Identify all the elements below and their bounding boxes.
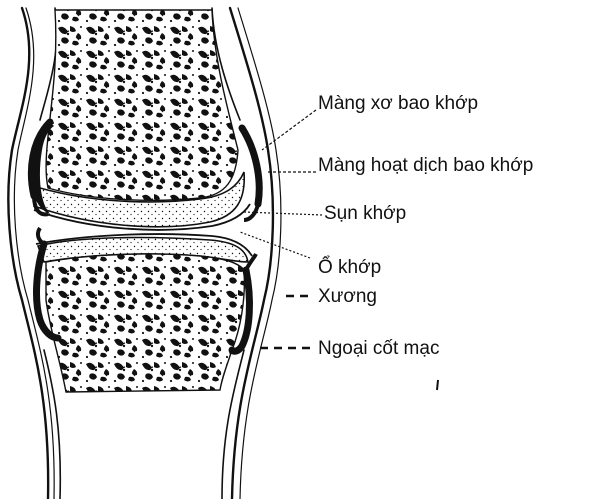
label-synovial-membrane: Màng hoạt dịch bao khớp — [318, 156, 533, 175]
stray-mark — [437, 380, 438, 390]
label-fibrous-capsule: Màng xơ bao khớp — [318, 94, 478, 113]
leader-fibrous-capsule — [262, 110, 316, 150]
label-periosteum: Ngoại cốt mạc — [318, 339, 439, 358]
label-joint-cavity: Ổ khớp — [318, 258, 381, 277]
label-bone: Xương — [318, 287, 377, 306]
lower-bone — [46, 254, 244, 392]
upper-bone — [46, 10, 238, 200]
label-articular-cartilage: Sụn khớp — [324, 204, 406, 223]
